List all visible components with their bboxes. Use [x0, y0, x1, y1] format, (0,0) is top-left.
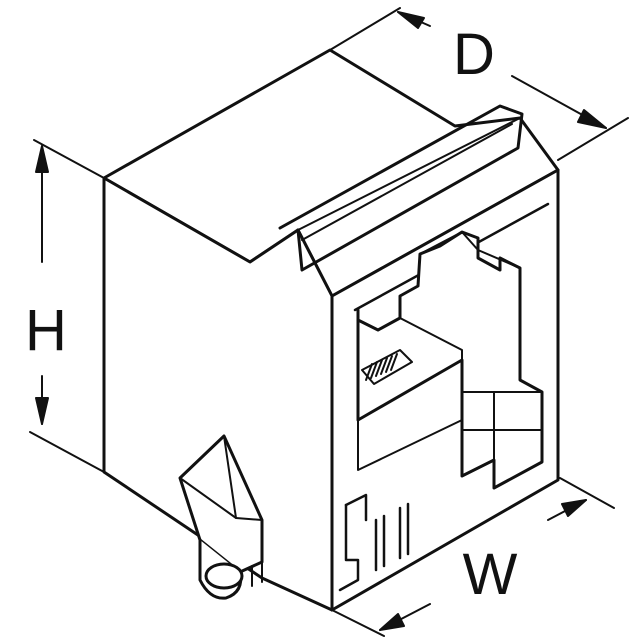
jack-opening	[356, 230, 544, 490]
dimension-w	[331, 477, 615, 637]
dimension-h	[29, 139, 105, 473]
pins	[338, 493, 410, 592]
cavity-outline	[356, 230, 544, 490]
contact-comb	[361, 349, 413, 385]
latch-ridge	[278, 104, 524, 272]
depth-label: D	[453, 22, 495, 87]
width-label: W	[463, 542, 518, 607]
mounting-post	[178, 434, 264, 600]
dimension-d	[329, 7, 629, 161]
height-label: H	[25, 298, 67, 363]
